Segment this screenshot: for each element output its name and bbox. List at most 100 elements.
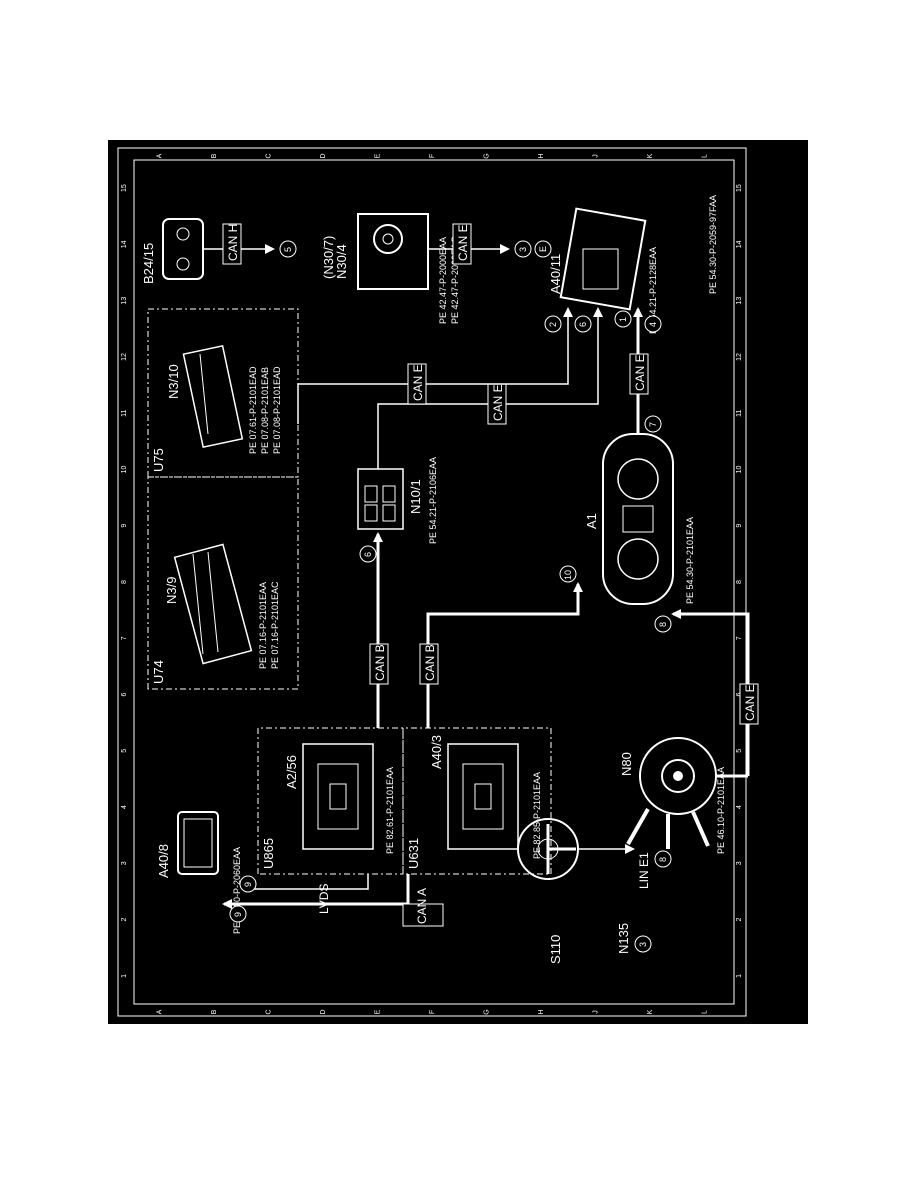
grid-col-left-1: 1	[121, 974, 128, 978]
marker-7-a1: 7	[644, 415, 662, 433]
wire-can-e-n3	[297, 307, 573, 424]
a40-3-unit	[447, 743, 519, 850]
group-u74	[147, 476, 299, 690]
marker-1-a40: 1	[614, 310, 632, 328]
marker-e-n30: E	[534, 240, 552, 258]
lin-e1-label: LIN E1	[637, 852, 651, 889]
n3-9-label: N3/9	[164, 577, 179, 604]
can-e-n3-label: CAN E	[411, 364, 425, 401]
n3-10-ref1: PE 07.61-P-2101EAD	[248, 366, 258, 454]
n30-4-module	[357, 213, 429, 290]
group-u631	[402, 727, 552, 875]
grid-row-top-B: B	[211, 153, 218, 158]
can-b-1-label: CAN B	[373, 644, 387, 681]
svg-text:10: 10	[563, 570, 573, 580]
grid-row-bottom-E: E	[374, 1009, 381, 1014]
n3-10-ref2: PE 07.08-P-2101EAB	[260, 367, 270, 454]
n30-4-label2: (N30/7)	[321, 236, 336, 279]
marker-10-a1: 10	[559, 565, 577, 583]
grid-col-right-13: 13	[736, 297, 743, 305]
grid-col-right-12: 12	[736, 353, 743, 361]
svg-text:5: 5	[283, 247, 293, 252]
svg-text:3: 3	[518, 247, 528, 252]
svg-text:9: 9	[233, 912, 243, 917]
grid-row-bottom-B: B	[211, 1009, 218, 1014]
n3-10-ref3: PE 07.08-P-2101EAD	[272, 366, 282, 454]
group-u631-label: U631	[406, 838, 421, 869]
n10-1-module	[357, 468, 404, 530]
a40-11-label: A40/11	[548, 254, 563, 294]
grid-row-top-C: C	[265, 153, 272, 158]
a40-8-ref: PE 82.00-P-2060EAA	[232, 847, 242, 934]
can-e-a1-label: CAN E	[633, 354, 647, 391]
grid-col-left-8: 8	[121, 580, 128, 584]
grid-col-right-2: 2	[736, 918, 743, 922]
grid-row-bottom-H: H	[538, 1009, 545, 1014]
a40-11-ref: PE 54.21-P-2128EAA	[648, 247, 658, 334]
grid-col-right-3: 3	[736, 861, 743, 865]
lvds-label: LVDS	[317, 884, 331, 914]
grid-col-left-9: 9	[121, 524, 128, 528]
can-b-2-label: CAN B	[423, 644, 437, 681]
marker-6-a40: 6	[574, 315, 592, 333]
group-u75-label: U75	[151, 448, 166, 472]
grid-row-top-K: K	[647, 153, 654, 158]
grid-row-top-F: F	[429, 154, 436, 158]
grid-ticks: AABBCCDDEEFFGGHHJJKKLL112233445566778899…	[121, 153, 743, 1014]
grid-col-left-7: 7	[121, 636, 128, 640]
grid-col-left-14: 14	[121, 240, 128, 248]
grid-col-left-4: 4	[121, 805, 128, 809]
marker-2-a40: 2	[544, 315, 562, 333]
can-e-n30-label: CAN E	[456, 224, 470, 261]
grid-col-left-6: 6	[121, 692, 128, 696]
grid-col-right-8: 8	[736, 580, 743, 584]
svg-text:7: 7	[648, 422, 658, 427]
n80-label: N80	[619, 752, 634, 776]
n3-9-ref2: PE 07.16-P-2101EAC	[270, 581, 280, 669]
marker-4-a40: 4	[644, 315, 662, 333]
b24-15-label: B24/15	[141, 243, 156, 284]
a1-ref: PE 54.30-P-2101EAA	[685, 517, 695, 604]
grid-row-bottom-L: L	[702, 1010, 709, 1014]
grid-col-right-11: 11	[736, 409, 743, 416]
n30-4-ref1: PE 42.47-P-2000EAA	[438, 237, 448, 324]
n30-4-ref2: PE 42.47-P-2000EAG	[450, 236, 460, 324]
grid-row-top-D: D	[320, 153, 327, 158]
grid-col-left-11: 11	[121, 409, 128, 416]
grid-col-left-13: 13	[121, 297, 128, 305]
svg-text:3: 3	[638, 942, 648, 947]
grid-col-left-15: 15	[121, 184, 128, 192]
svg-text:1: 1	[618, 317, 628, 322]
a40-11-camera	[559, 207, 647, 311]
wire-lvds	[248, 874, 369, 890]
marker-3-n30: 3	[514, 240, 532, 258]
svg-text:E: E	[538, 246, 548, 252]
a1-label: A1	[584, 513, 599, 529]
n135-label: N135	[616, 923, 631, 954]
grid-row-bottom-C: C	[265, 1009, 272, 1014]
grid-col-left-12: 12	[121, 353, 128, 361]
a40-3-label: A40/3	[429, 735, 444, 769]
can-e-n10-label: CAN E	[491, 384, 505, 421]
grid-row-top-L: L	[702, 154, 709, 158]
marker-9-a: 9	[229, 905, 247, 923]
svg-text:2: 2	[548, 322, 558, 327]
grid-row-top-H: H	[538, 153, 545, 158]
grid-col-right-1: 1	[736, 974, 743, 978]
grid-row-bottom-A: A	[156, 1009, 163, 1014]
marker-6-n10: 6	[359, 545, 377, 563]
grid-col-right-14: 14	[736, 240, 743, 248]
svg-text:6: 6	[363, 552, 373, 557]
grid-row-bottom-G: G	[484, 1009, 491, 1014]
marker-8-a1: 8	[654, 615, 672, 633]
grid-col-right-7: 7	[736, 636, 743, 640]
a40-8-label: A40/8	[156, 844, 171, 878]
grid-col-right-4: 4	[736, 805, 743, 809]
grid-row-bottom-J: J	[593, 1010, 600, 1014]
svg-text:8: 8	[658, 857, 668, 862]
can-a-label: CAN A	[415, 888, 429, 924]
s110-label: S110	[548, 935, 563, 964]
n3-9-ref1: PE 07.16-P-2101EAA	[258, 582, 268, 669]
svg-text:8: 8	[658, 622, 668, 627]
grid-col-right-10: 10	[736, 465, 743, 473]
